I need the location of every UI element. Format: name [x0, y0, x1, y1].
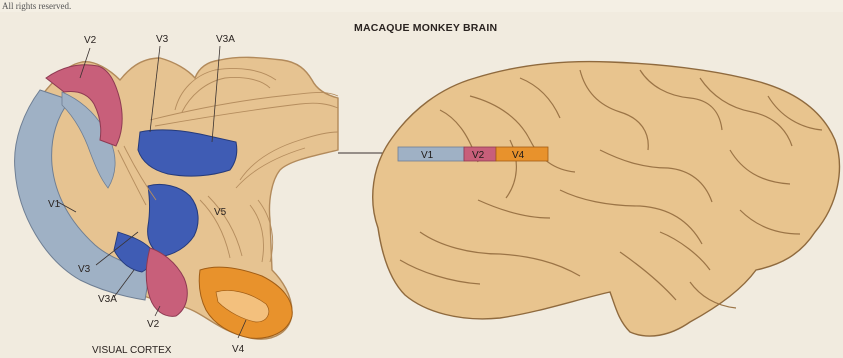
visual-cortex-caption: VISUAL CORTEX [92, 345, 172, 356]
label-v3-bottom: V3 [78, 264, 91, 275]
label-v3a-bottom: V3A [98, 294, 117, 305]
label-v2-bottom: V2 [147, 319, 160, 330]
figure-title: MACAQUE MONKEY BRAIN [354, 22, 497, 34]
label-v3-top: V3 [156, 34, 169, 45]
label-v4: V4 [232, 344, 245, 355]
label-v2-top: V2 [84, 35, 97, 46]
corner-caption: All rights reserved. [2, 1, 71, 11]
label-v3a-top: V3A [216, 34, 235, 45]
bar-label-v4: V4 [512, 150, 525, 161]
bar-label-v2: V2 [472, 150, 485, 161]
label-v5: V5 [214, 207, 227, 218]
bar-label-v1: V1 [421, 150, 434, 161]
label-v1: V1 [48, 199, 61, 210]
